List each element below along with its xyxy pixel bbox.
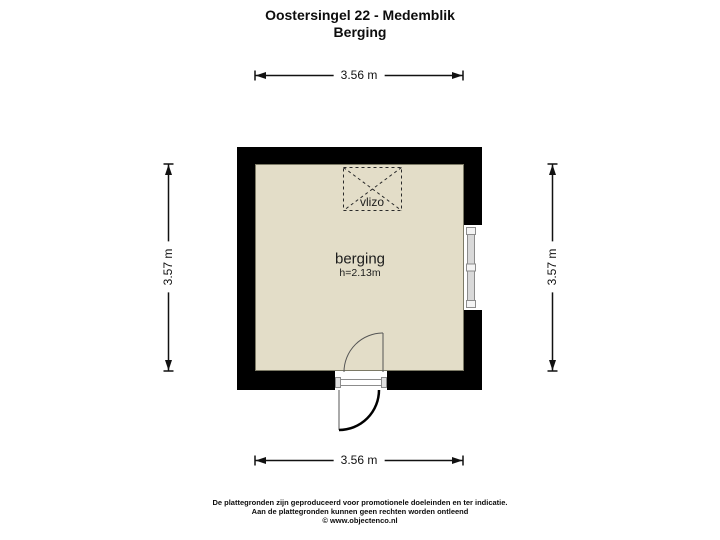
- footer-copyright: © www.objectenco.nl: [322, 516, 398, 525]
- room-height-label: h=2.13m: [339, 267, 381, 279]
- arrowhead-left: [255, 457, 266, 464]
- arrowhead-up: [165, 164, 172, 175]
- dimension-label-top: 3.56 m: [333, 67, 385, 83]
- room-name-label: berging: [334, 250, 386, 268]
- arrowhead-right: [452, 72, 463, 79]
- arrowhead-down: [165, 360, 172, 371]
- footer-disclaimer-line1: De plattegronden zijn geproduceerd voor …: [212, 498, 508, 507]
- arrowhead-up: [549, 164, 556, 175]
- door-symbol: [335, 332, 387, 432]
- dimension-label-left: 3.57 m: [160, 241, 176, 293]
- plan-subtitle: Berging: [333, 24, 387, 40]
- arrowhead-right: [452, 457, 463, 464]
- arrowhead-left: [255, 72, 266, 79]
- door-threshold: [336, 379, 386, 386]
- footer-disclaimer-line2: Aan de plattegronden kunnen geen rechten…: [251, 507, 469, 516]
- arrowhead-down: [549, 360, 556, 371]
- window-mullion-middle: [466, 263, 476, 272]
- plan-title: Oostersingel 22 - Medemblik: [265, 7, 455, 23]
- window-symbol: [464, 225, 482, 310]
- door-swing-arc-outward: [338, 389, 381, 432]
- window-mullion-bottom: [466, 300, 476, 308]
- door-swing-arc-inward: [343, 332, 384, 373]
- dimension-label-right: 3.57 m: [544, 241, 560, 293]
- room-floor: [255, 164, 464, 371]
- window-mullion-top: [466, 227, 476, 235]
- vlizo-hatch-symbol: [343, 167, 402, 211]
- dimension-label-bottom: 3.56 m: [333, 452, 385, 468]
- door-jamb-right: [381, 377, 387, 388]
- vlizo-label: vlizo: [359, 195, 385, 209]
- door-jamb-left: [335, 377, 341, 388]
- vlizo-hatch-outline: [343, 167, 402, 211]
- vlizo-hatch-diagonal: [343, 167, 402, 211]
